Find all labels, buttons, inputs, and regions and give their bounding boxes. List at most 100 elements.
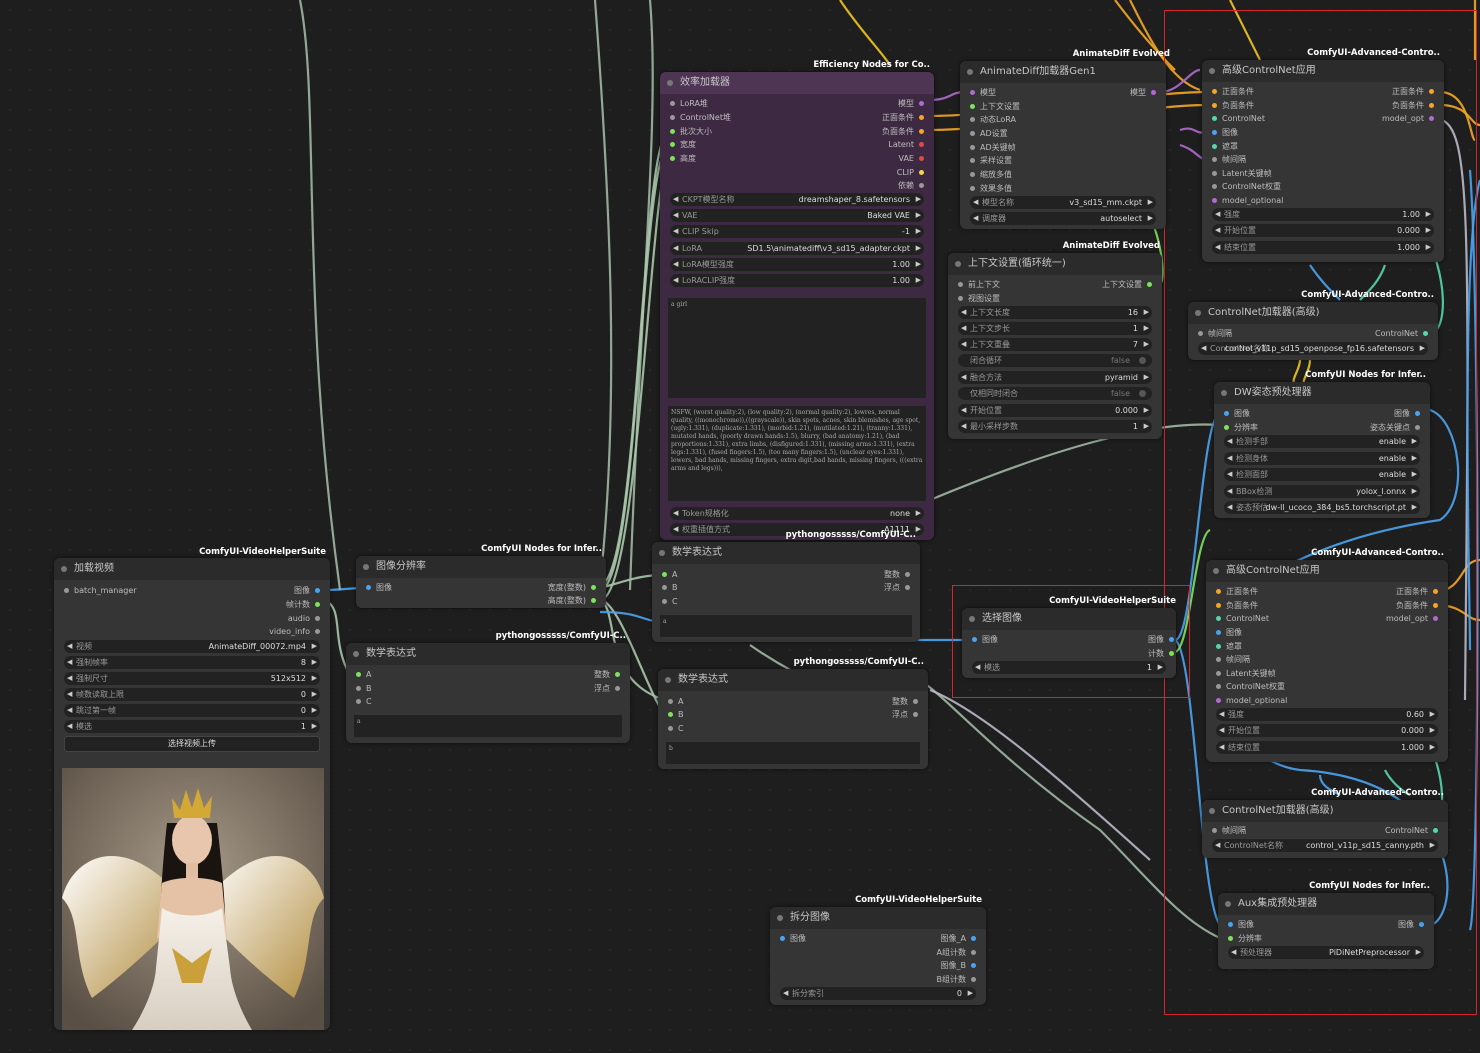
node-title[interactable]: 数学表达式 bbox=[658, 669, 928, 691]
input-weights-override[interactable]: ControlNet权重 bbox=[1216, 680, 1285, 693]
output-model-opt[interactable]: model_opt bbox=[1382, 112, 1434, 125]
input-image[interactable]: 图像 bbox=[780, 932, 806, 945]
output-width[interactable]: 宽度(整数) bbox=[548, 581, 596, 594]
expression-input[interactable]: a bbox=[354, 715, 622, 737]
input-width[interactable]: 宽度 bbox=[670, 138, 696, 151]
output-float[interactable]: 浮点 bbox=[892, 708, 918, 721]
input-a[interactable]: A bbox=[668, 695, 683, 708]
input-ad-settings[interactable]: AD设置 bbox=[970, 127, 1008, 140]
node-title[interactable]: ControlNet加载器(高级) bbox=[1202, 800, 1448, 822]
node-title[interactable]: 上下文设置(循环统一) bbox=[948, 253, 1162, 275]
input-image[interactable]: 图像 bbox=[972, 633, 998, 646]
widget-strength[interactable]: 强度0.60 bbox=[1216, 708, 1438, 721]
input-controlnet-stack[interactable]: ControlNet堆 bbox=[670, 111, 731, 124]
input-height[interactable]: 高度 bbox=[670, 152, 696, 165]
input-image[interactable]: 图像 bbox=[1224, 407, 1250, 420]
output-controlnet[interactable]: ControlNet bbox=[1385, 824, 1438, 837]
widget-select-indexes[interactable]: 模选1 bbox=[972, 661, 1166, 674]
input-lora-stack[interactable]: LoRA堆 bbox=[670, 97, 708, 110]
input-b[interactable]: B bbox=[356, 682, 372, 695]
input-negative[interactable]: 负面条件 bbox=[1212, 99, 1254, 112]
node-title[interactable]: AnimateDiff加载器Gen1 bbox=[960, 61, 1166, 83]
select-image-node[interactable]: 选择图像 图像 图像 计数 模选1 bbox=[962, 608, 1176, 678]
output-negative[interactable]: 负面条件 bbox=[1392, 99, 1434, 112]
input-c[interactable]: C bbox=[356, 695, 372, 708]
node-title[interactable]: 拆分图像 bbox=[770, 907, 986, 929]
output-int[interactable]: 整数 bbox=[594, 668, 620, 681]
controlnet-loader-node[interactable]: ControlNet加载器(高级) 帧间隔 ControlNet Control… bbox=[1202, 800, 1448, 858]
output-latent[interactable]: Latent bbox=[888, 138, 924, 151]
input-context-options[interactable]: 上下文设置 bbox=[970, 100, 1020, 113]
widget-lora[interactable]: LoRASD1.5\animatediff\v3_sd15_adapter.ck… bbox=[670, 242, 924, 255]
input-controlnet[interactable]: ControlNet bbox=[1212, 112, 1265, 125]
input-image[interactable]: 图像 bbox=[1228, 918, 1254, 931]
output-audio[interactable]: audio bbox=[288, 612, 320, 625]
node-title[interactable]: 数学表达式 bbox=[346, 643, 630, 665]
input-c[interactable]: C bbox=[668, 722, 684, 735]
input-timestep-kf[interactable]: 帧间隔 bbox=[1216, 653, 1250, 666]
node-title[interactable]: 效率加载器 bbox=[660, 72, 934, 94]
input-model-optional[interactable]: model_optional bbox=[1216, 694, 1287, 707]
aux-preprocessor-node[interactable]: Aux集成预处理器 图像 分辨率 图像 预处理器PiDiNetPreproces… bbox=[1218, 893, 1434, 969]
output-frame-count[interactable]: 帧计数 bbox=[286, 598, 320, 611]
image-resolution-node[interactable]: 图像分辨率 图像 宽度(整数) 高度(整数) bbox=[356, 556, 606, 608]
input-batch-size[interactable]: 批次大小 bbox=[670, 125, 712, 138]
expression-input[interactable]: a bbox=[660, 615, 912, 637]
output-clip[interactable]: CLIP bbox=[897, 166, 924, 179]
output-dependencies[interactable]: 依赖 bbox=[898, 179, 924, 192]
output-image[interactable]: 图像 bbox=[294, 584, 320, 597]
node-title[interactable]: 高级ControlNet应用 bbox=[1202, 60, 1444, 82]
input-timestep-kf[interactable]: 帧间隔 bbox=[1212, 153, 1246, 166]
output-model-opt[interactable]: model_opt bbox=[1386, 612, 1438, 625]
output-controlnet[interactable]: ControlNet bbox=[1375, 327, 1428, 340]
load-video-node[interactable]: 加载视频 batch_manager 图像 帧计数 audio video_in… bbox=[54, 558, 330, 1030]
input-image[interactable]: 图像 bbox=[366, 581, 392, 594]
node-title[interactable]: 图像分辨率 bbox=[356, 556, 606, 578]
output-image[interactable]: 图像 bbox=[1148, 633, 1174, 646]
node-title[interactable]: 选择图像 bbox=[962, 608, 1176, 630]
output-positive[interactable]: 正面条件 bbox=[882, 111, 924, 124]
output-positive[interactable]: 正面条件 bbox=[1396, 585, 1438, 598]
widget-controlnet-name[interactable]: ControlNet名称control_v11p_sd15_openpose_f… bbox=[1198, 342, 1428, 355]
output-a-count[interactable]: A组计数 bbox=[937, 946, 976, 959]
input-resolution[interactable]: 分辨率 bbox=[1228, 932, 1262, 945]
node-title[interactable]: ControlNet加载器(高级) bbox=[1188, 302, 1438, 324]
output-float[interactable]: 浮点 bbox=[884, 581, 910, 594]
advanced-controlnet-apply-node[interactable]: 高级ControlNet应用 正面条件 负面条件 ControlNet 图像 遮… bbox=[1206, 560, 1448, 762]
node-title[interactable]: DW姿态预处理器 bbox=[1214, 382, 1430, 404]
output-image[interactable]: 图像 bbox=[1398, 918, 1424, 931]
output-negative[interactable]: 负面条件 bbox=[1396, 599, 1438, 612]
output-int[interactable]: 整数 bbox=[884, 568, 910, 581]
math-expression-node[interactable]: 数学表达式 A B C 整数 浮点 b bbox=[658, 669, 928, 769]
input-mask[interactable]: 遮罩 bbox=[1216, 640, 1242, 653]
input-latent-kf[interactable]: Latent关键帧 bbox=[1216, 667, 1276, 680]
output-context-options[interactable]: 上下文设置 bbox=[1102, 278, 1152, 291]
input-resolution[interactable]: 分辨率 bbox=[1224, 421, 1258, 434]
output-model[interactable]: 模型 bbox=[1130, 86, 1156, 99]
input-weights-override[interactable]: ControlNet权重 bbox=[1212, 180, 1281, 193]
expression-input[interactable]: b bbox=[666, 742, 920, 764]
output-positive[interactable]: 正面条件 bbox=[1392, 85, 1434, 98]
input-sample-settings[interactable]: 采样设置 bbox=[970, 154, 1012, 167]
input-ad-keyframes[interactable]: AD关键帧 bbox=[970, 141, 1016, 154]
